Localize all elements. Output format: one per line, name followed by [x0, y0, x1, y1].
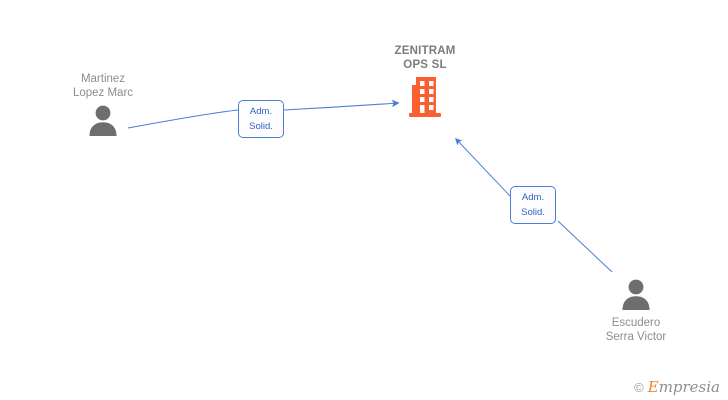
- edge-line-martinez: [127, 109, 239, 129]
- edge-label-line2: Solid.: [521, 207, 545, 218]
- person-name: Martinez Lopez Marc: [72, 73, 134, 99]
- edge-label-line1: Adm.: [521, 192, 545, 203]
- person-node-martinez[interactable]: Martinez Lopez Marc: [38, 72, 168, 140]
- edge-label-martinez[interactable]: Adm. Solid.: [238, 100, 284, 138]
- person-node-escudero[interactable]: Escudero Serra Victor: [571, 278, 701, 344]
- building-icon: [368, 75, 482, 119]
- edge-line-escudero-head: [455, 137, 511, 197]
- brand-initial: E: [647, 378, 659, 396]
- edge-label-line2: Solid.: [249, 121, 273, 132]
- edge-label-escudero[interactable]: Adm. Solid.: [510, 186, 556, 224]
- brand-name: Empresia: [648, 380, 720, 395]
- company-node[interactable]: ZENITRAM OPS SL: [368, 44, 482, 119]
- company-title: ZENITRAM OPS SL: [394, 45, 456, 71]
- edge-line-martinez-head: [283, 99, 400, 111]
- person-name: Escudero Serra Victor: [605, 317, 667, 343]
- person-icon: [38, 104, 168, 140]
- brand-rest: mpresia: [658, 378, 720, 396]
- copyright-icon: ©: [634, 380, 644, 395]
- person-icon: [571, 278, 701, 314]
- edge-line-escudero: [557, 220, 613, 273]
- edge-label-line1: Adm.: [249, 106, 273, 117]
- watermark: © Empresia: [634, 380, 720, 395]
